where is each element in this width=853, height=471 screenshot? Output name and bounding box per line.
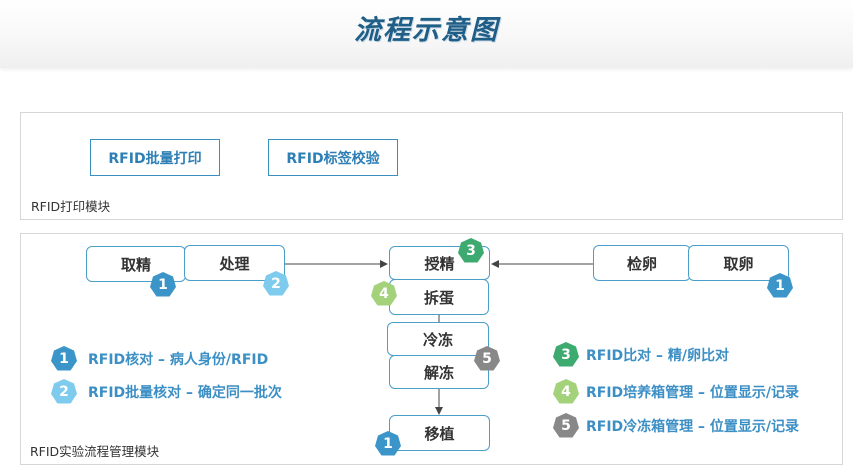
node-take-sperm[interactable]: 取精 bbox=[86, 246, 186, 282]
print-module-label: RFID打印模块 bbox=[31, 199, 111, 214]
badge-1-icon: 1 bbox=[766, 272, 794, 300]
rfid-batch-print-button[interactable]: RFID批量打印 bbox=[90, 139, 220, 176]
legend-badge-5-icon: 5 bbox=[552, 412, 580, 440]
node-take-egg[interactable]: 取卵 bbox=[688, 245, 789, 281]
legend-badge-2-icon: 2 bbox=[50, 378, 78, 406]
legend-text-3: RFID比对 – 精/卵比对 bbox=[586, 348, 730, 364]
node-strip[interactable]: 拆蛋 bbox=[389, 279, 489, 315]
legend-text-5: RFID冷冻箱管理 – 位置显示/记录 bbox=[586, 419, 800, 435]
legend-badge-1-icon: 1 bbox=[50, 345, 78, 373]
legend-badge-3-icon: 3 bbox=[552, 341, 580, 369]
node-thaw[interactable]: 解冻 bbox=[389, 355, 489, 389]
badge-4-icon: 4 bbox=[370, 280, 398, 308]
badge-1-icon: 1 bbox=[149, 271, 177, 299]
legend-text-4: RFID培养箱管理 – 位置显示/记录 bbox=[586, 385, 800, 401]
node-check-egg[interactable]: 检卵 bbox=[593, 245, 691, 281]
header-bar: 流程示意图 bbox=[0, 0, 853, 68]
legend-text-2: RFID批量核对 – 确定同一批次 bbox=[88, 385, 282, 401]
node-freeze[interactable]: 冷冻 bbox=[387, 322, 489, 356]
badge-3-icon: 3 bbox=[457, 237, 485, 265]
badge-5-icon: 5 bbox=[473, 345, 501, 373]
legend-badge-4-icon: 4 bbox=[552, 378, 580, 406]
node-transfer[interactable]: 移植 bbox=[389, 415, 490, 451]
rfid-tag-verify-button[interactable]: RFID标签校验 bbox=[268, 139, 398, 176]
lab-module-label: RFID实验流程管理模块 bbox=[30, 444, 160, 459]
print-module-panel: RFID批量打印 RFID标签校验 RFID打印模块 bbox=[20, 112, 843, 220]
page-title: 流程示意图 bbox=[354, 15, 499, 46]
badge-1-icon: 1 bbox=[374, 430, 402, 458]
legend-text-1: RFID核对 – 病人身份/RFID bbox=[88, 352, 269, 368]
badge-2-icon: 2 bbox=[262, 270, 290, 298]
